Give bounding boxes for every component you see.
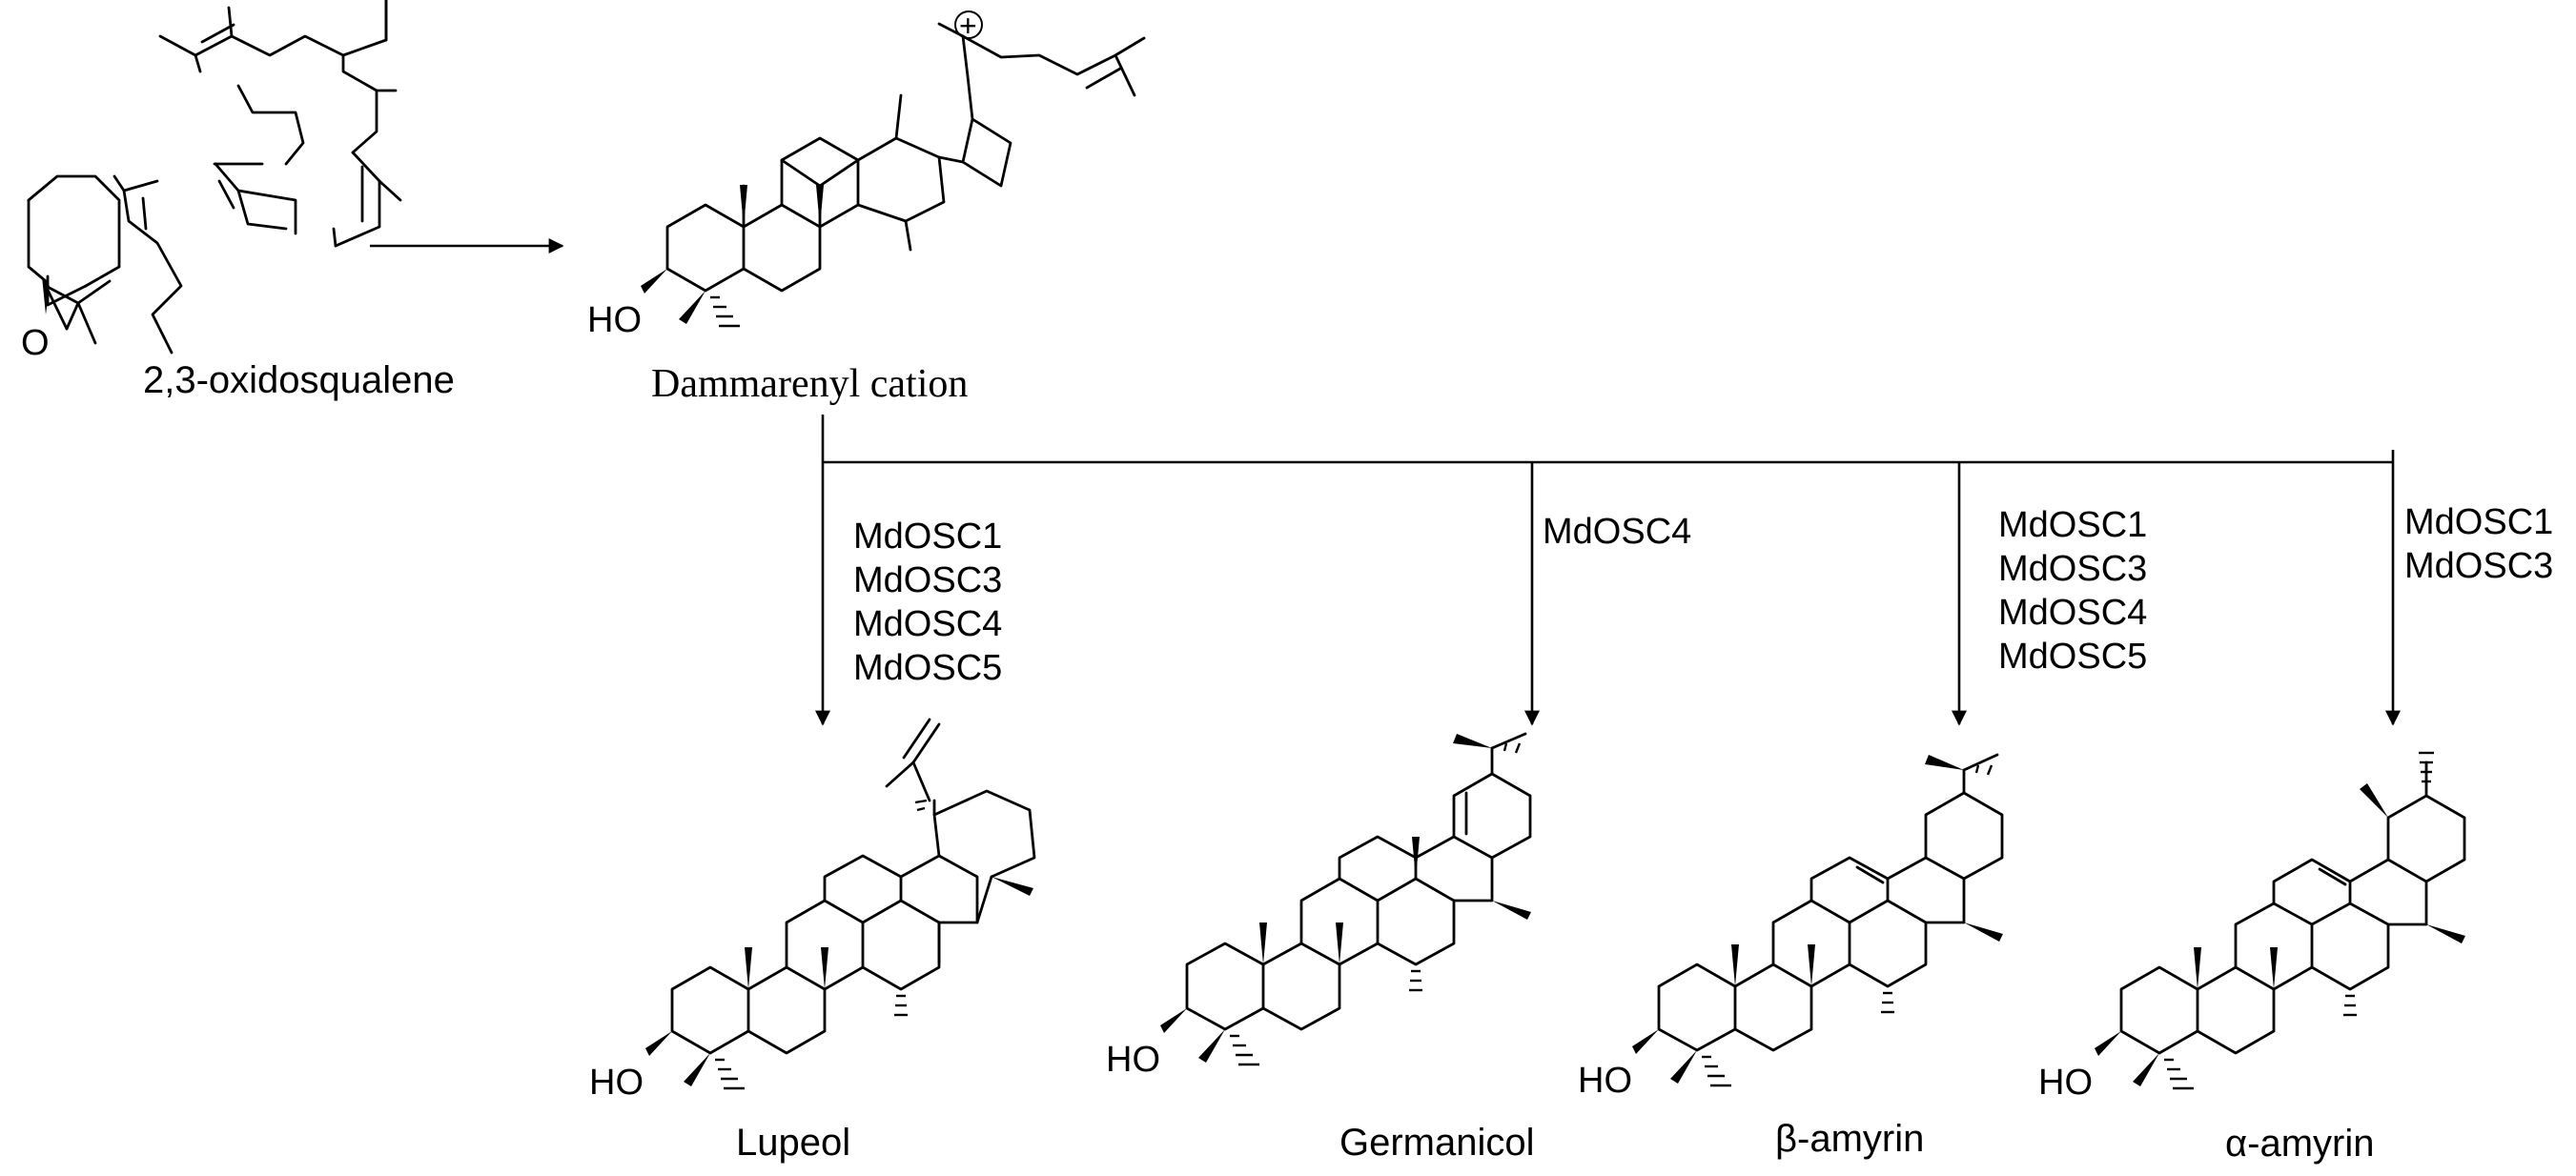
- germanicol-hydroxyl-label: HO: [1106, 1040, 1160, 1080]
- dammarenyl-cation-structure: [641, 22, 1146, 324]
- enzyme-label: MdOSC1: [853, 517, 1002, 557]
- lupeol-hydroxyl-label: HO: [589, 1063, 644, 1103]
- branch-connectors: [815, 415, 2401, 726]
- enzyme-label: MdOSC1: [1998, 505, 2147, 545]
- lupeol-hashed-bonds: [715, 799, 928, 1090]
- beta-amyrin-hydroxyl-label: HO: [1578, 1061, 1632, 1101]
- product-label-germanicol: Germanicol: [1339, 1122, 1535, 1164]
- enzyme-label: MdOSC4: [1543, 512, 1691, 552]
- dammarenyl-hashed-bonds: [710, 295, 740, 328]
- enzyme-label: MdOSC3: [2404, 546, 2553, 586]
- alpha-amyrin-hashed-bonds: [2164, 751, 2434, 1090]
- germanicol-hashed-bonds: [1230, 742, 1522, 1066]
- enzymes-branch-lupeol: MdOSC1 MdOSC3 MdOSC4 MdOSC5: [853, 517, 1002, 688]
- enzymes-branch-germanicol: MdOSC4: [1543, 512, 1691, 552]
- alpha-amyrin-structure: [2095, 760, 2466, 1086]
- enzyme-label: MdOSC4: [1998, 593, 2147, 633]
- alpha-amyrin-hydroxyl-label: HO: [2038, 1063, 2093, 1103]
- lupeol-structure: [645, 718, 1036, 1086]
- beta-amyrin-hashed-bonds: [1702, 764, 1993, 1087]
- intermediate-label: Dammarenyl cation: [651, 362, 968, 406]
- enzyme-label: MdOSC3: [1998, 549, 2147, 589]
- product-label-alpha-amyrin: α-amyrin: [2225, 1123, 2374, 1165]
- enzyme-label: MdOSC3: [853, 560, 1002, 600]
- enzyme-label: MdOSC5: [1998, 637, 2147, 677]
- oxidosqualene-structure: [27, 0, 402, 355]
- enzyme-label: MdOSC1: [2404, 502, 2553, 542]
- enzymes-branch-alpha-amyrin: MdOSC1 MdOSC3: [2404, 502, 2553, 586]
- cation-charge-sign: +: [959, 9, 977, 43]
- product-label-lupeol: Lupeol: [736, 1122, 850, 1164]
- product-label-beta-amyrin: β-amyrin: [1775, 1118, 1924, 1160]
- enzymes-branch-beta-amyrin: MdOSC1 MdOSC3 MdOSC4 MdOSC5: [1998, 505, 2147, 677]
- substrate-label: 2,3-oxidosqualene: [143, 359, 455, 401]
- cation-charge-circle: [954, 10, 983, 39]
- enzyme-label: MdOSC5: [853, 648, 1002, 688]
- beta-amyrin-structure: [1632, 753, 2004, 1084]
- germanicol-structure: [1160, 732, 1532, 1063]
- epoxide-oxygen-label: O: [21, 323, 50, 363]
- enzyme-label: MdOSC4: [853, 604, 1002, 644]
- dammarenyl-hydroxyl-label: HO: [587, 300, 642, 340]
